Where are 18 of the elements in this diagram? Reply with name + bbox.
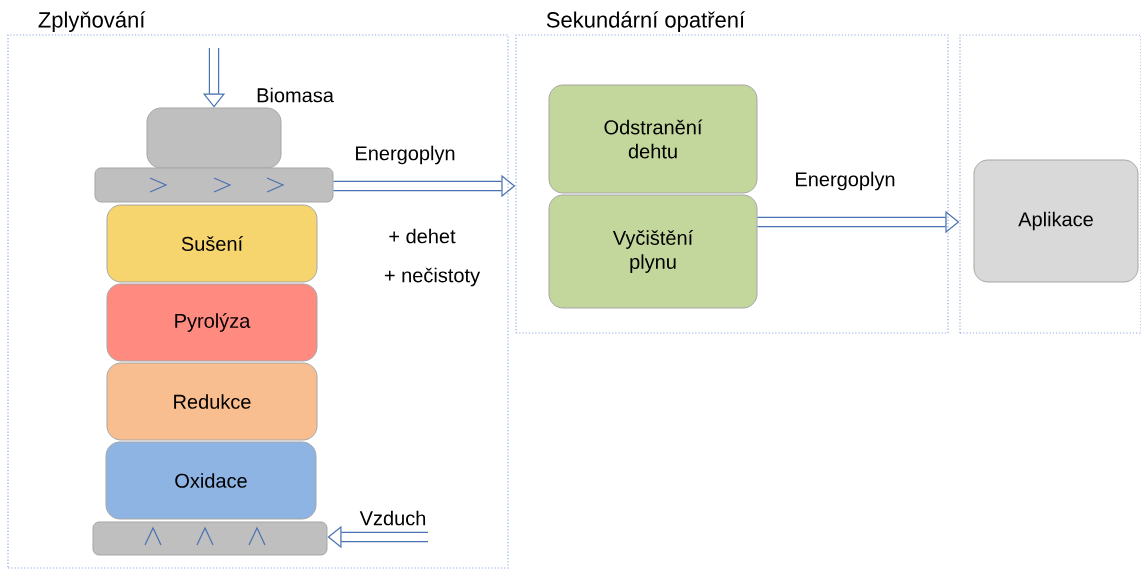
process-box: Odstranění dehtu [548, 84, 758, 194]
process-box: Aplikace [973, 159, 1139, 283]
process-box: Redukce [106, 362, 318, 441]
note-text: + nečistoty [384, 267, 481, 287]
edge-label: Biomasa [257, 87, 334, 103]
hopper-box [146, 107, 282, 169]
edge-label: Energoplyn [796, 171, 895, 191]
note-text: + dehet [389, 228, 456, 244]
edge-label: Vzduch [359, 510, 426, 526]
grate-bar [92, 521, 328, 556]
process-box: Oxidace [105, 441, 317, 520]
process-box: Vyčištění plynu [548, 194, 758, 309]
grate-bar [94, 167, 334, 203]
edge-label: Energoplyn [356, 145, 455, 165]
process-box: Sušení [106, 204, 318, 283]
node-label: Sekundární opatření [546, 11, 746, 32]
process-box: Pyrolýza [106, 283, 318, 362]
node-label: Zplyňování [38, 11, 146, 32]
